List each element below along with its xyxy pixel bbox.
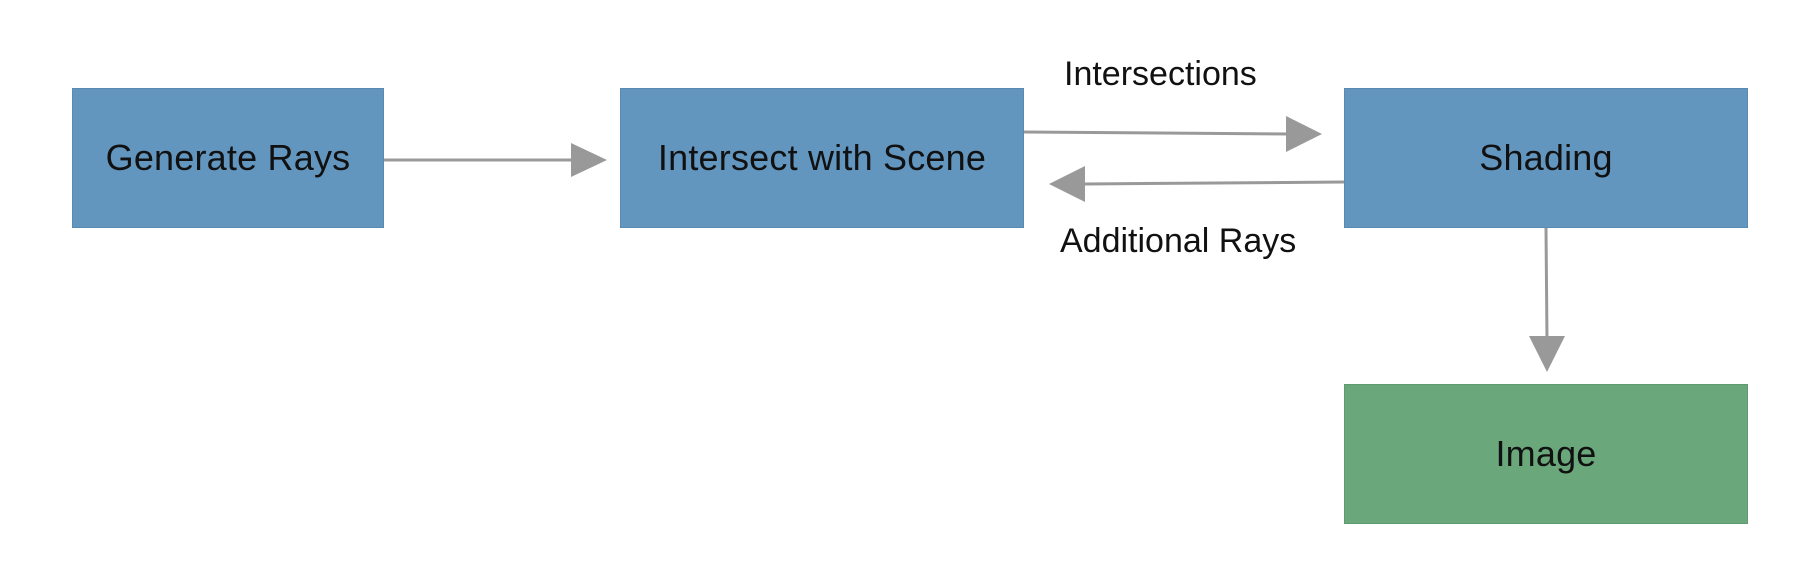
arrow-intersect-to-shading [1023,130,1291,136]
arrowhead-intersect-to-shading [1286,116,1322,152]
arrowhead-shading-to-image [1529,336,1565,372]
arrow-shading-to-intersect [1084,180,1345,186]
intersections-label: Intersections [1064,55,1257,93]
shading-label: Shading [1479,137,1613,178]
image-node: Image [1344,384,1748,524]
image-label: Image [1495,433,1597,474]
arrow-shading-to-image [1544,227,1549,341]
generate-rays-node: Generate Rays [72,88,384,228]
intersect-scene-node: Intersect with Scene [620,88,1024,228]
generate-rays-label: Generate Rays [105,137,351,178]
additional-rays-label: Additional Rays [1060,222,1297,260]
intersect-scene-label: Intersect with Scene [657,137,987,178]
arrowhead-generate-to-intersect [571,143,607,177]
arrowhead-shading-to-intersect [1049,166,1085,202]
shading-node: Shading [1344,88,1748,228]
